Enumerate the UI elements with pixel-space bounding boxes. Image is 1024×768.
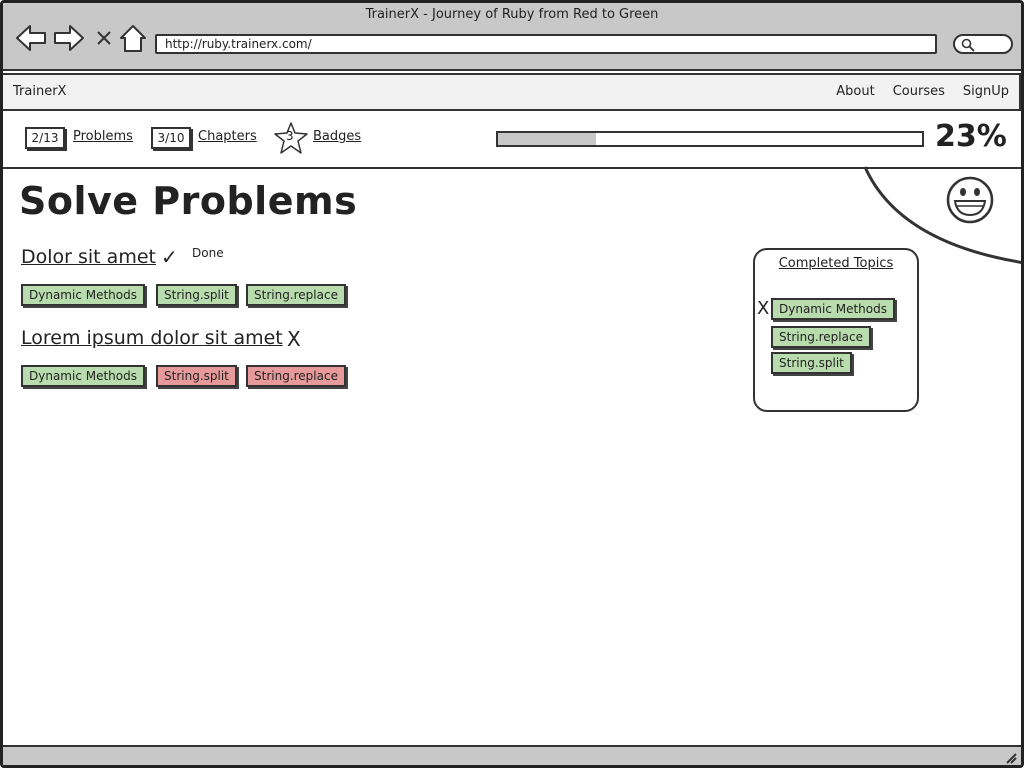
- forward-icon[interactable]: [53, 23, 85, 53]
- search-icon: [961, 38, 975, 52]
- cross-icon: X: [287, 327, 301, 351]
- chapters-link[interactable]: Chapters: [198, 129, 257, 144]
- browser-search-field[interactable]: [953, 34, 1013, 54]
- completed-topic-item[interactable]: String.split: [771, 352, 852, 374]
- app-navbar: TrainerX About Courses SignUp: [3, 73, 1021, 111]
- nav-link-about[interactable]: About: [836, 84, 875, 99]
- browser-status-bar: [3, 745, 1021, 765]
- badges-link[interactable]: Badges: [313, 129, 362, 144]
- chapters-counter: 3/10: [151, 127, 191, 149]
- completed-topic-item[interactable]: String.replace: [771, 326, 871, 348]
- completed-topics-title[interactable]: Completed Topics: [778, 256, 894, 271]
- progress-bar: [496, 131, 924, 147]
- page-title: Solve Problems: [19, 179, 358, 223]
- badges-counter: 3: [286, 129, 294, 143]
- topic-tag[interactable]: String.replace: [246, 284, 346, 306]
- smiley-face-icon: [946, 176, 994, 224]
- progress-strip: 2/13 Problems 3/10 Chapters 3 Badges 23%: [3, 113, 1021, 169]
- resize-grip-icon[interactable]: [1003, 750, 1017, 764]
- star-badge-icon: [273, 121, 309, 155]
- problems-counter: 2/13: [25, 127, 65, 149]
- completed-topics-panel: Completed Topics X Dynamic Methods Strin…: [753, 248, 919, 412]
- stop-icon[interactable]: [93, 23, 115, 53]
- problems-link[interactable]: Problems: [73, 129, 133, 144]
- corner-curve-decoration: [863, 166, 1021, 264]
- browser-chrome: TrainerX - Journey of Ruby from Red to G…: [3, 3, 1021, 71]
- completed-topic-item[interactable]: Dynamic Methods: [771, 298, 895, 320]
- topic-tag[interactable]: Dynamic Methods: [21, 365, 145, 387]
- topic-tag[interactable]: String.split: [156, 284, 237, 306]
- close-icon[interactable]: X: [757, 298, 770, 319]
- topic-tag[interactable]: String.replace: [246, 365, 346, 387]
- nav-link-courses[interactable]: Courses: [892, 84, 945, 99]
- url-bar[interactable]: http://ruby.trainerx.com/: [155, 34, 937, 54]
- status-label-done: Done: [192, 246, 224, 260]
- nav-links: About Courses SignUp: [836, 84, 1009, 99]
- problem-title-2[interactable]: Lorem ipsum dolor sit amet: [21, 327, 283, 349]
- nav-link-signup[interactable]: SignUp: [962, 84, 1009, 99]
- progress-bar-fill: [498, 133, 596, 145]
- progress-percent: 23%: [935, 119, 1007, 154]
- home-icon[interactable]: [117, 23, 149, 53]
- topic-tag[interactable]: String.split: [156, 365, 237, 387]
- back-icon[interactable]: [15, 23, 47, 53]
- window-title: TrainerX - Journey of Ruby from Red to G…: [365, 7, 659, 22]
- brand-logo[interactable]: TrainerX: [13, 84, 67, 99]
- topic-tag[interactable]: Dynamic Methods: [21, 284, 145, 306]
- check-icon: ✓: [161, 245, 178, 269]
- problem-title-1[interactable]: Dolor sit amet: [21, 246, 156, 268]
